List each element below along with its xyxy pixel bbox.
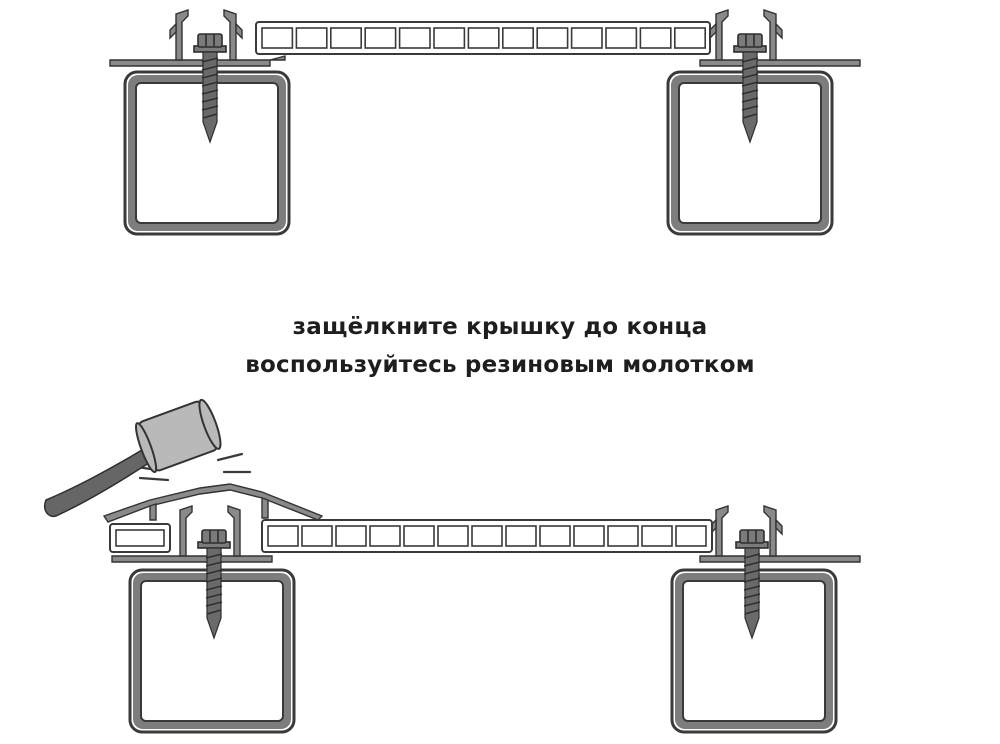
bottom-illustration <box>44 398 861 734</box>
panel-cell <box>301 525 333 547</box>
panel-cell <box>539 525 571 547</box>
panel-cell <box>261 27 294 49</box>
panel-cell <box>403 525 435 547</box>
panel-cell <box>115 529 165 547</box>
panel-cell <box>605 27 638 49</box>
panel-cell <box>433 27 466 49</box>
snap-profile-icon <box>111 505 273 563</box>
polycarbonate-panel-icon <box>255 21 711 55</box>
panel-cell <box>437 525 469 547</box>
panel-cell <box>295 27 328 49</box>
panel-cell <box>471 525 503 547</box>
panel-cell <box>536 27 569 49</box>
panel-cell <box>335 525 367 547</box>
panel-cell <box>369 525 401 547</box>
snap-profile-icon <box>699 9 861 67</box>
panel-cell <box>267 525 299 547</box>
panel-cell <box>673 27 706 49</box>
panel-cell <box>505 525 537 547</box>
top-illustration <box>109 9 861 236</box>
panel-cell <box>607 525 639 547</box>
polycarbonate-panel-icon <box>261 519 713 553</box>
snap-profile-icon <box>109 9 286 67</box>
caption-line-1: защёлкните крышку до конца <box>292 314 708 340</box>
panel-cell <box>675 525 707 547</box>
panel-cell <box>329 27 362 49</box>
panel-cell <box>398 27 431 49</box>
panel-cell <box>501 27 534 49</box>
panel-cell <box>570 27 603 49</box>
cover-cap <box>102 483 324 523</box>
hammer-icon <box>44 398 222 518</box>
panel-cell <box>641 525 673 547</box>
panel-cell <box>467 27 500 49</box>
caption-line-2: воспользуйтесь резиновым молотком <box>245 352 755 378</box>
panel-cell <box>364 27 397 49</box>
panel-cell <box>573 525 605 547</box>
snap-profile-icon <box>699 505 861 563</box>
panel-cell <box>639 27 672 49</box>
